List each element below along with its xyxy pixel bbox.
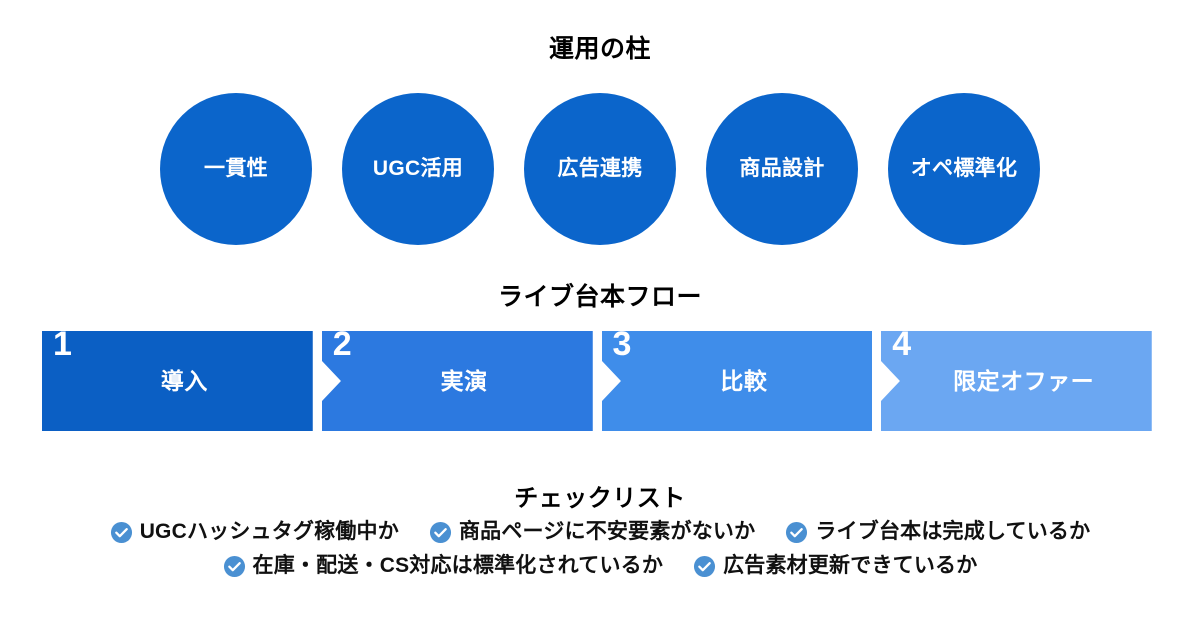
checklist-item[interactable]: 広告素材更新できているか [693, 552, 977, 580]
flow-step-label: 導入 [160, 368, 208, 394]
pillar-circle: 広告連携 [524, 93, 676, 245]
checklist-section-title: チェックリスト [514, 485, 686, 512]
pillar-label: UGC活用 [372, 157, 464, 180]
flow-step-shape [42, 331, 313, 431]
checklist-item-label: ライブ台本は完成しているか [815, 520, 1091, 543]
checklist-item[interactable]: 商品ページに不安要素がないか [429, 518, 755, 546]
checklist-item-label: 広告素材更新できているか [723, 554, 978, 577]
pillar-circle: UGC活用 [342, 93, 494, 245]
checklist-item[interactable]: 在庫・配送・CS対応は標準化されているか [223, 552, 664, 580]
check-circle-icon [429, 521, 451, 543]
flow-step-label: 限定オファー [953, 368, 1095, 394]
pillar-label: オペ標準化 [910, 157, 1018, 180]
pillars-row: 一貫性 UGC活用 広告連携 商品設計 オペ標準化 [0, 85, 1200, 253]
flow-step-label: 比較 [720, 368, 768, 394]
pillar-label: 一貫性 [204, 157, 268, 180]
flow-step-shape [881, 331, 1152, 431]
checklist-item-label: 商品ページに不安要素がないか [458, 520, 756, 543]
pillars-section-title: 運用の柱 [548, 35, 651, 63]
check-circle-icon [786, 521, 808, 543]
pillar-circle: オペ標準化 [888, 93, 1040, 245]
check-circle-icon [223, 555, 245, 577]
flow-step-shape [601, 331, 873, 431]
pillar-label: 広告連携 [557, 157, 643, 180]
checklist-item[interactable]: UGCハッシュタグ稼働中か [110, 518, 399, 546]
checklist-item-label: UGCハッシュタグ稼働中か [139, 520, 399, 543]
pillar-circle: 一貫性 [160, 93, 312, 245]
checklist-item[interactable]: ライブ台本は完成しているか [785, 518, 1090, 546]
checklist-row: 在庫・配送・CS対応は標準化されているか 広告素材更新できているか [0, 552, 1200, 580]
checklist-row: UGCハッシュタグ稼働中か 商品ページに不安要素がないか ライブ台本は完成しているか [0, 518, 1200, 546]
checklist-group: UGCハッシュタグ稼働中か 商品ページに不安要素がないか ライブ台本は完成しているか… [0, 518, 1200, 586]
flow-step-shape [321, 331, 593, 431]
flow-step-label: 実演 [440, 368, 488, 394]
checklist-item-label: 在庫・配送・CS対応は標準化されているか [252, 554, 664, 577]
pillar-circle: 商品設計 [706, 93, 858, 245]
check-circle-icon [694, 555, 716, 577]
flow-section-title: ライブ台本フロー [497, 283, 702, 311]
check-circle-icon [110, 521, 132, 543]
pillar-label: 商品設計 [739, 157, 825, 180]
